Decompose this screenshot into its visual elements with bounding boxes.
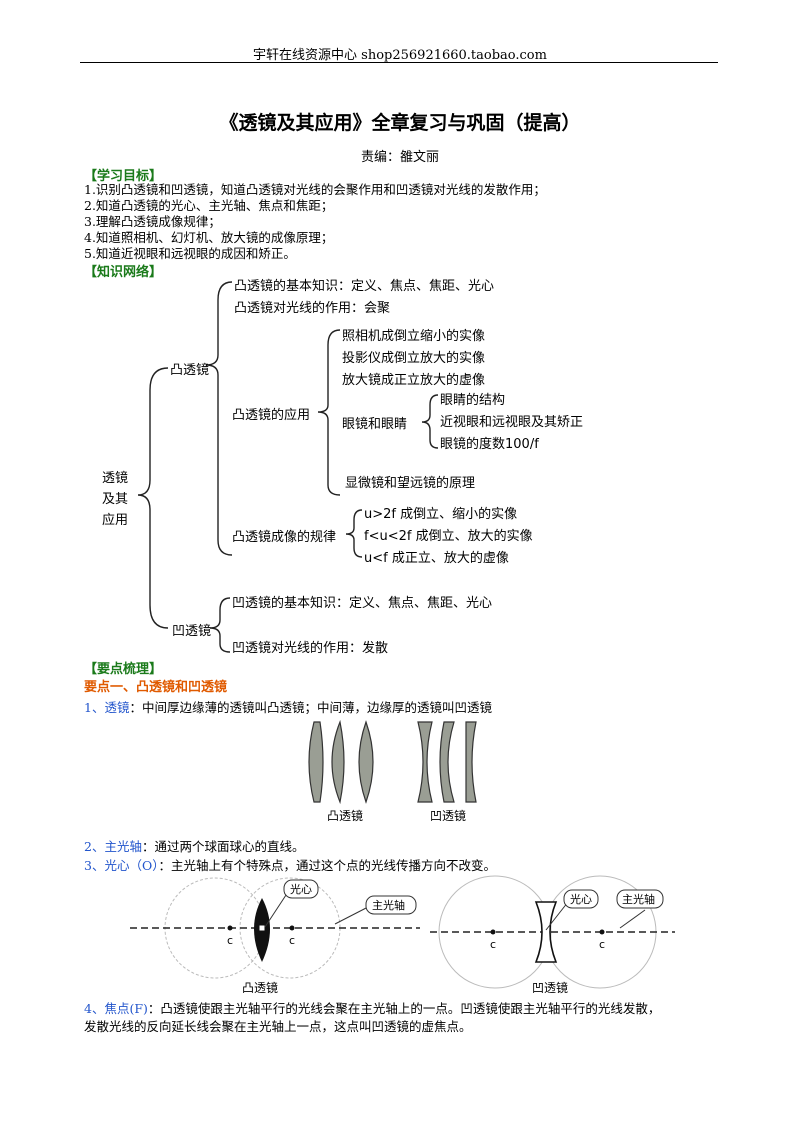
- network-heading: 【知识网络】: [84, 265, 163, 280]
- node-concave-effect: 凹透镜对光线的作用：发散: [232, 641, 389, 656]
- node-microscope: 显微镜和望远镜的原理: [345, 476, 476, 491]
- goals-heading: 【学习目标】: [84, 169, 163, 184]
- point-3: 3、光心（O）：主光轴上有个特殊点，通过这个点的光线传播方向不改变。: [84, 855, 496, 874]
- biconvex-lens: [358, 720, 374, 804]
- goal-item: 4.知道照相机、幻灯机、放大镜的成像原理；: [84, 230, 334, 245]
- goal-item: 5.知道近视眼和远视眼的成因和矫正。: [84, 246, 296, 261]
- node-convex-app: 凸透镜的应用: [232, 408, 311, 423]
- fig2-main-axis-right: 主光轴: [622, 892, 655, 906]
- convex-meniscus-lens: [331, 719, 345, 805]
- biconcave-lens: [417, 721, 433, 803]
- page-title: 《透镜及其应用》全章复习与巩固（提高）: [219, 112, 581, 134]
- node-concave: 凹透镜: [172, 624, 212, 639]
- knowledge-network: 透镜 及其 应用 凸透镜 凸透镜的基本知识：定义、焦点、焦距、光心 凸透镜对光线…: [102, 279, 584, 656]
- node-eye: 眼镜和眼睛: [342, 417, 408, 432]
- node-app-camera: 照相机成倒立缩小的实像: [342, 329, 486, 344]
- node-rule-3: u<f 成正立、放大的虚像: [364, 551, 509, 566]
- point-4-cont: 发散光线的反向延长线会聚在主光轴上一点，这点叫凹透镜的虚焦点。: [84, 1019, 472, 1034]
- point-4: 4、焦点(F)：凸透镜使跟主光轴平行的光线会聚在主光轴上的一点。凹透镜使跟主光轴…: [84, 998, 660, 1017]
- fig2-c-left: c: [227, 934, 233, 947]
- fig2-main-axis-left: 主光轴: [372, 898, 405, 912]
- editor-line: 责编：雒文丽: [360, 150, 439, 165]
- points-heading: 【要点梳理】: [84, 662, 163, 677]
- point-2: 2、主光轴：通过两个球面球心的直线。: [84, 836, 304, 855]
- fig2-c-right: c: [289, 934, 295, 947]
- point-3-label: 3、光心（O）: [84, 858, 159, 873]
- concave-meniscus-lens: [439, 721, 455, 803]
- goal-item: 2.知道凸透镜的光心、主光轴、焦点和焦距；: [84, 198, 334, 213]
- fig2-optical-center-right: 光心: [570, 892, 592, 906]
- node-concave-basic: 凹透镜的基本知识：定义、焦点、焦距、光心: [232, 596, 493, 611]
- fig2-c-left-2: c: [490, 938, 496, 951]
- point-3-text: ：主光轴上有个特殊点，通过这个点的光线传播方向不改变。: [158, 858, 496, 873]
- node-app-magnifier: 放大镜成正立放大的虚像: [342, 373, 486, 388]
- point-2-label: 2、主光轴: [84, 839, 142, 854]
- goal-item: 1.识别凸透镜和凹透镜，知道凸透镜对光线的会聚作用和凹透镜对光线的发散作用；: [84, 182, 546, 197]
- node-convex-effect: 凸透镜对光线的作用：会聚: [234, 301, 391, 316]
- node-rule: 凸透镜成像的规律: [232, 530, 337, 545]
- header-divider: [80, 62, 718, 63]
- node-rule-2: f<u<2f 成倒立、放大的实像: [364, 529, 533, 544]
- fig2-concave-label: 凹透镜: [532, 980, 568, 995]
- point-2-text: ：通过两个球面球心的直线。: [141, 839, 305, 854]
- optical-center-figure: c c 光心 主光轴 凸透镜 c c 光心 主光轴 凹透镜: [130, 875, 675, 995]
- page-header: 宇轩在线资源中心 shop256921660.taobao.com: [253, 48, 547, 63]
- fig1-convex-label: 凸透镜: [327, 808, 363, 823]
- brace-lines: [137, 281, 439, 653]
- root-line: 应用: [102, 513, 129, 528]
- subsection-title: 要点一、凸透镜和凹透镜: [84, 680, 228, 695]
- point-1-label: 1、透镜: [84, 700, 130, 715]
- lens-shapes-figure: 凸透镜 凹透镜: [300, 714, 500, 826]
- plano-convex-lens: [308, 721, 324, 803]
- plano-concave-lens: [465, 721, 477, 803]
- node-convex-basic: 凸透镜的基本知识：定义、焦点、焦距、光心: [234, 279, 495, 294]
- fig2-concave-lens: [534, 901, 558, 963]
- node-rule-1: u>2f 成倒立、缩小的实像: [364, 507, 518, 522]
- fig2-optical-center-left: 光心: [290, 882, 312, 896]
- network-root: 透镜 及其 应用: [102, 468, 128, 531]
- point-4-label: 4、焦点(F): [84, 1001, 148, 1016]
- root-line: 透镜: [102, 471, 129, 486]
- node-eye-structure: 眼睛的结构: [440, 393, 506, 408]
- node-app-projector: 投影仪成倒立放大的实像: [342, 351, 486, 366]
- point-1: 1、透镜：中间厚边缘薄的透镜叫凸透镜；中间薄，边缘厚的透镜叫凹透镜: [84, 697, 492, 716]
- point-4-text: ：凸透镜使跟主光轴平行的光线会聚在主光轴上的一点。凹透镜使跟主光轴平行的光线发散…: [147, 1001, 661, 1016]
- fig2-convex-label: 凸透镜: [242, 980, 278, 995]
- node-convex: 凸透镜: [170, 363, 210, 378]
- fig1-concave-label: 凹透镜: [430, 808, 466, 823]
- node-eye-correction: 近视眼和远视眼及其矫正: [440, 415, 584, 430]
- fig2-c-right-2: c: [599, 938, 605, 951]
- node-eye-degree: 眼镜的度数100/f: [440, 437, 539, 452]
- point-1-text: ：中间厚边缘薄的透镜叫凸透镜；中间薄，边缘厚的透镜叫凹透镜: [129, 700, 492, 715]
- root-line: 及其: [102, 492, 129, 507]
- goal-item: 3.理解凸透镜成像规律；: [84, 214, 221, 229]
